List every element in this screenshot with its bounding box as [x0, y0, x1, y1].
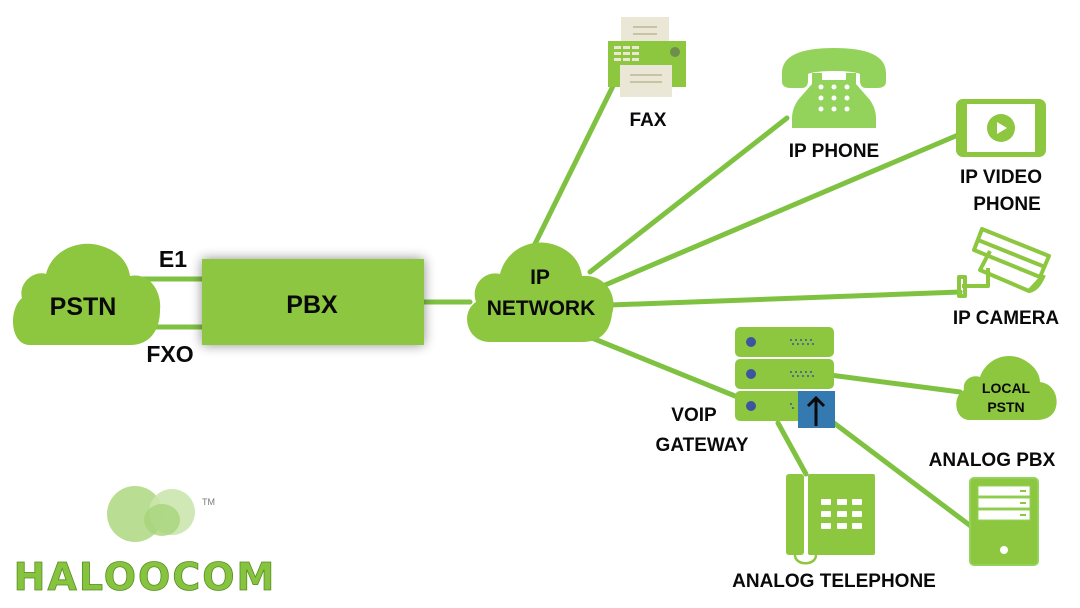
pstn-cloud[interactable]: PSTN: [12, 243, 161, 345]
local-pstn-label-line2: PSTN: [987, 399, 1024, 415]
logo-mark-icon: [107, 486, 195, 542]
edge-gateway-analogpbx: [827, 417, 975, 530]
gateway-server-icon: [735, 327, 835, 428]
analog-pbx-node[interactable]: ANALOG PBX: [929, 450, 1056, 566]
fxo-link-label: FXO: [146, 341, 193, 367]
ip-video-phone-node[interactable]: IP VIDEO PHONE: [956, 99, 1046, 215]
vent-dots: [790, 339, 814, 409]
edge-ipnetwork-fax: [530, 81, 617, 251]
analog-pbx-label: ANALOG PBX: [929, 450, 1056, 471]
fax-node[interactable]: FAX: [608, 17, 686, 131]
pbx-rect: [202, 259, 424, 345]
voip-gateway-label-line1: VOIP: [671, 405, 717, 426]
local-pstn-label-line1: LOCAL: [982, 380, 1031, 396]
edge-gateway-localpstn: [827, 372, 963, 395]
ip-camera-label: IP CAMERA: [953, 308, 1060, 329]
fax-label: FAX: [630, 110, 667, 131]
voip-gateway-node[interactable]: VOIP GATEWAY: [656, 327, 835, 456]
fax-icon: [608, 17, 686, 97]
pstn-label: PSTN: [50, 293, 117, 321]
pbx-box[interactable]: PBX: [202, 259, 424, 345]
edge-ipnetwork-videophone: [595, 132, 961, 291]
trademark-symbol: TM: [202, 497, 215, 507]
ip-phone-label: IP PHONE: [789, 141, 879, 162]
logo-wordmark: HALOOCOM: [14, 555, 277, 599]
cloud-shape: [467, 242, 614, 342]
ip-phone-node[interactable]: IP PHONE: [782, 48, 886, 162]
edge-ipnetwork-ipphone: [587, 115, 790, 275]
e1-link-label: E1: [159, 246, 187, 272]
connections: [137, 81, 975, 530]
ip-network-label-line2: NETWORK: [487, 297, 596, 320]
voip-gateway-label-line2: GATEWAY: [656, 435, 749, 456]
telephone-icon: [782, 48, 886, 128]
ip-network-cloud[interactable]: IP NETWORK: [467, 242, 614, 342]
ip-video-phone-label-line2: PHONE: [973, 194, 1041, 215]
cloud-shape: [12, 243, 161, 345]
desk-phone-icon: [786, 474, 875, 565]
video-phone-icon: [956, 99, 1046, 157]
local-pstn-cloud[interactable]: LOCAL PSTN: [956, 356, 1057, 420]
haloocom-logo: TM HALOOCOM: [13, 486, 277, 599]
analog-telephone-label: ANALOG TELEPHONE: [732, 571, 936, 592]
ip-video-phone-label-line1: IP VIDEO: [960, 167, 1042, 188]
edge-ipnetwork-gateway: [589, 335, 743, 401]
edge-ipnetwork-camera: [607, 289, 963, 308]
ip-camera-node[interactable]: IP CAMERA: [953, 227, 1060, 329]
edge-gateway-telephone: [775, 420, 809, 477]
camera-lens-dot: [1019, 268, 1023, 272]
ip-network-label-line1: IP: [530, 266, 550, 289]
pbx-label: PBX: [286, 291, 338, 319]
security-camera-icon: [957, 227, 1051, 298]
server-tower-icon: [969, 477, 1039, 566]
analog-telephone-node[interactable]: ANALOG TELEPHONE: [732, 474, 936, 592]
arrow-up-icon: [806, 395, 826, 426]
cloud-shape: [956, 356, 1057, 420]
